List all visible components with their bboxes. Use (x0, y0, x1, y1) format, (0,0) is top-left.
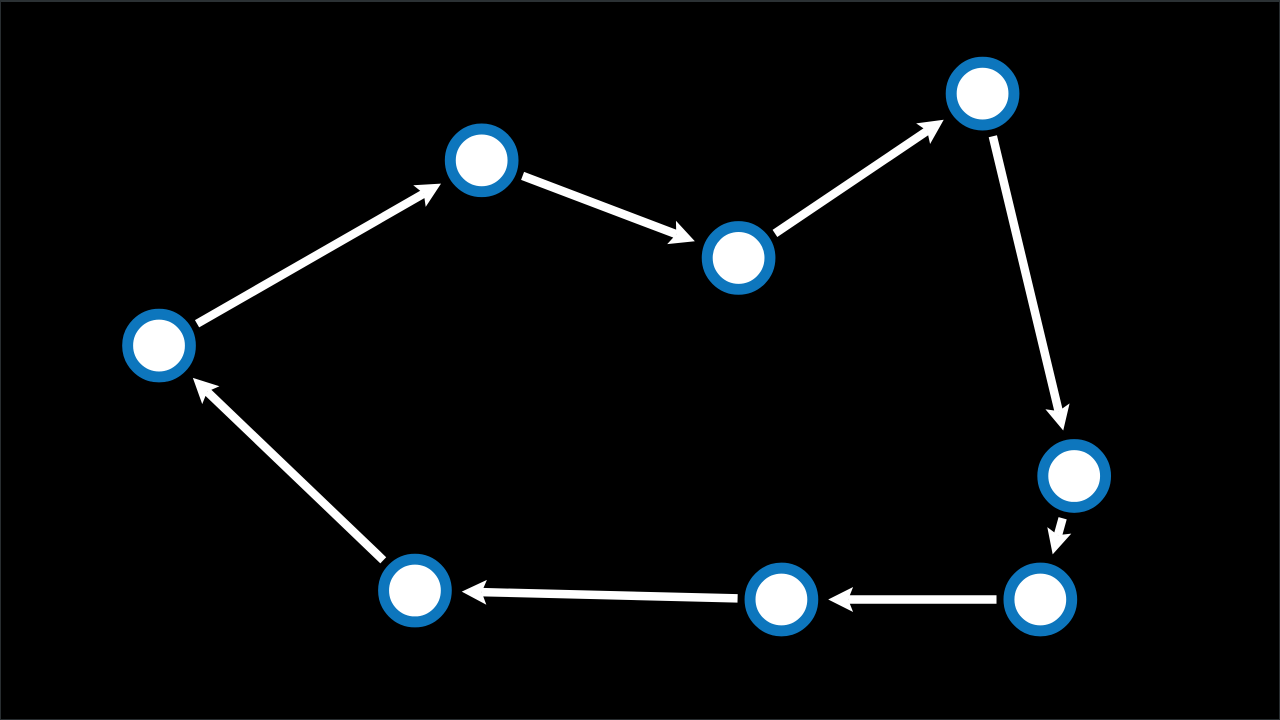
edge-line (481, 587, 738, 603)
edge-node-left-to-node-upper-left (194, 183, 442, 328)
node-bottom-middle (744, 562, 819, 637)
node-bottom-right (1003, 562, 1078, 637)
node-left (122, 308, 196, 383)
arrowhead-icon (192, 377, 220, 405)
arrowhead-icon (667, 220, 695, 245)
edge-node-right-to-node-bottom-right (1047, 517, 1072, 555)
edge-line (1053, 517, 1067, 537)
arrowhead-icon (916, 119, 944, 145)
edge-line (204, 388, 387, 564)
edge-line (194, 189, 426, 328)
node-bottom-left (378, 553, 452, 628)
edge-line (521, 171, 678, 239)
arrowhead-icon (1045, 403, 1070, 431)
edge-node-bottom-left-to-node-left (192, 377, 387, 564)
edge-node-upper-left-to-node-upper-middle (521, 171, 695, 245)
edge-node-upper-middle-to-node-top-right (772, 119, 944, 237)
node-upper-left (444, 123, 519, 198)
edge-node-bottom-right-to-node-bottom-middle (828, 587, 997, 612)
edge-node-bottom-middle-to-node-bottom-left (461, 579, 738, 605)
arrowhead-icon (461, 579, 487, 605)
node-top-right (945, 56, 1020, 131)
arrowhead-icon (828, 587, 854, 612)
node-upper-middle (701, 221, 776, 295)
node-right (1037, 439, 1112, 513)
edge-node-top-right-to-node-right (988, 135, 1070, 431)
edge-line (988, 135, 1063, 413)
arrowhead-icon (1047, 527, 1072, 555)
arrowhead-icon (413, 183, 442, 207)
edge-line (772, 127, 930, 237)
